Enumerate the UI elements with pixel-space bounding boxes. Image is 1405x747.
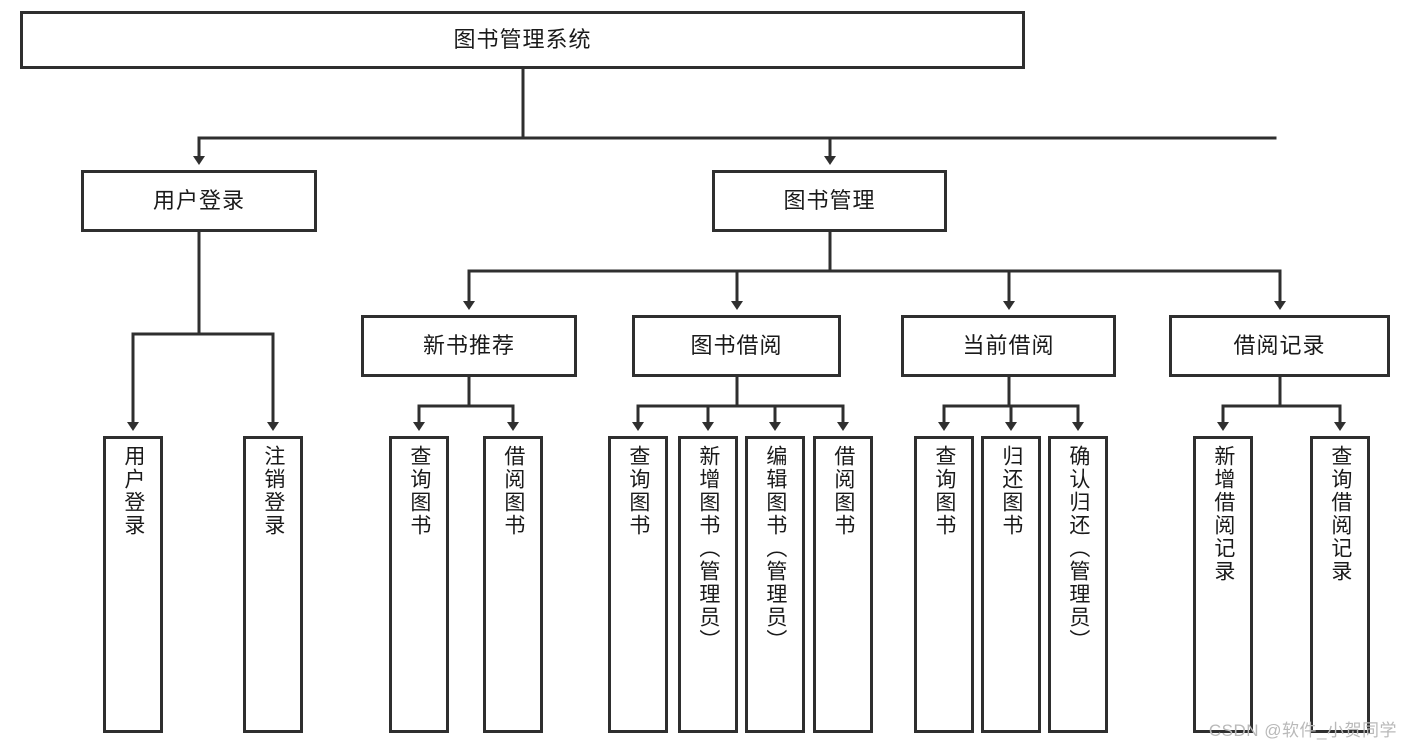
- node-leaf-return-book[interactable]: 归还图书: [981, 436, 1041, 733]
- node-label: 新增借阅记录: [1211, 445, 1235, 583]
- node-label: 归还图书: [999, 445, 1023, 537]
- node-label: 查询借阅记录: [1328, 445, 1352, 583]
- node-leaf-query-borrow-record[interactable]: 查询借阅记录: [1310, 436, 1370, 733]
- node-book-management[interactable]: 图书管理: [712, 170, 947, 232]
- node-leaf-confirm-return-admin[interactable]: 确认归还（管理员）: [1048, 436, 1108, 733]
- node-book-borrow[interactable]: 图书借阅: [632, 315, 841, 377]
- node-label: 借阅记录: [1233, 332, 1326, 358]
- node-label: 注销登录: [261, 445, 285, 537]
- node-label: 查询图书: [932, 445, 956, 537]
- node-root-system[interactable]: 图书管理系统: [20, 11, 1025, 69]
- node-leaf-edit-book-admin[interactable]: 编辑图书（管理员）: [745, 436, 805, 733]
- node-label: 图书借阅: [690, 332, 783, 358]
- node-leaf-query-book-recommend[interactable]: 查询图书: [389, 436, 449, 733]
- node-leaf-borrow-book[interactable]: 借阅图书: [813, 436, 873, 733]
- node-label: 新书推荐: [422, 332, 515, 358]
- node-label: 用户登录: [152, 187, 245, 213]
- node-label: 借阅图书: [831, 445, 855, 537]
- node-new-book-recommend[interactable]: 新书推荐: [361, 315, 577, 377]
- node-label: 用户登录: [121, 445, 145, 537]
- node-label: 编辑图书（管理员）: [763, 445, 787, 652]
- node-label: 确认归还（管理员）: [1066, 445, 1090, 652]
- node-label: 查询图书: [407, 445, 431, 537]
- node-leaf-add-book-admin[interactable]: 新增图书（管理员）: [678, 436, 738, 733]
- node-user-login[interactable]: 用户登录: [81, 170, 317, 232]
- node-label: 查询图书: [626, 445, 650, 537]
- node-leaf-user-login[interactable]: 用户登录: [103, 436, 163, 733]
- node-leaf-logout[interactable]: 注销登录: [243, 436, 303, 733]
- node-label: 图书管理系统: [453, 26, 592, 52]
- node-label: 当前借阅: [962, 332, 1055, 358]
- node-leaf-borrow-book-recommend[interactable]: 借阅图书: [483, 436, 543, 733]
- node-label: 图书管理: [783, 187, 876, 213]
- node-current-borrow[interactable]: 当前借阅: [901, 315, 1116, 377]
- node-leaf-query-book-current[interactable]: 查询图书: [914, 436, 974, 733]
- csdn-watermark: CSDN @软件_小贺同学: [1208, 721, 1397, 740]
- node-label: 新增图书（管理员）: [696, 445, 720, 652]
- node-leaf-query-book-borrow[interactable]: 查询图书: [608, 436, 668, 733]
- node-leaf-add-borrow-record[interactable]: 新增借阅记录: [1193, 436, 1253, 733]
- node-label: 借阅图书: [501, 445, 525, 537]
- node-borrow-record[interactable]: 借阅记录: [1169, 315, 1390, 377]
